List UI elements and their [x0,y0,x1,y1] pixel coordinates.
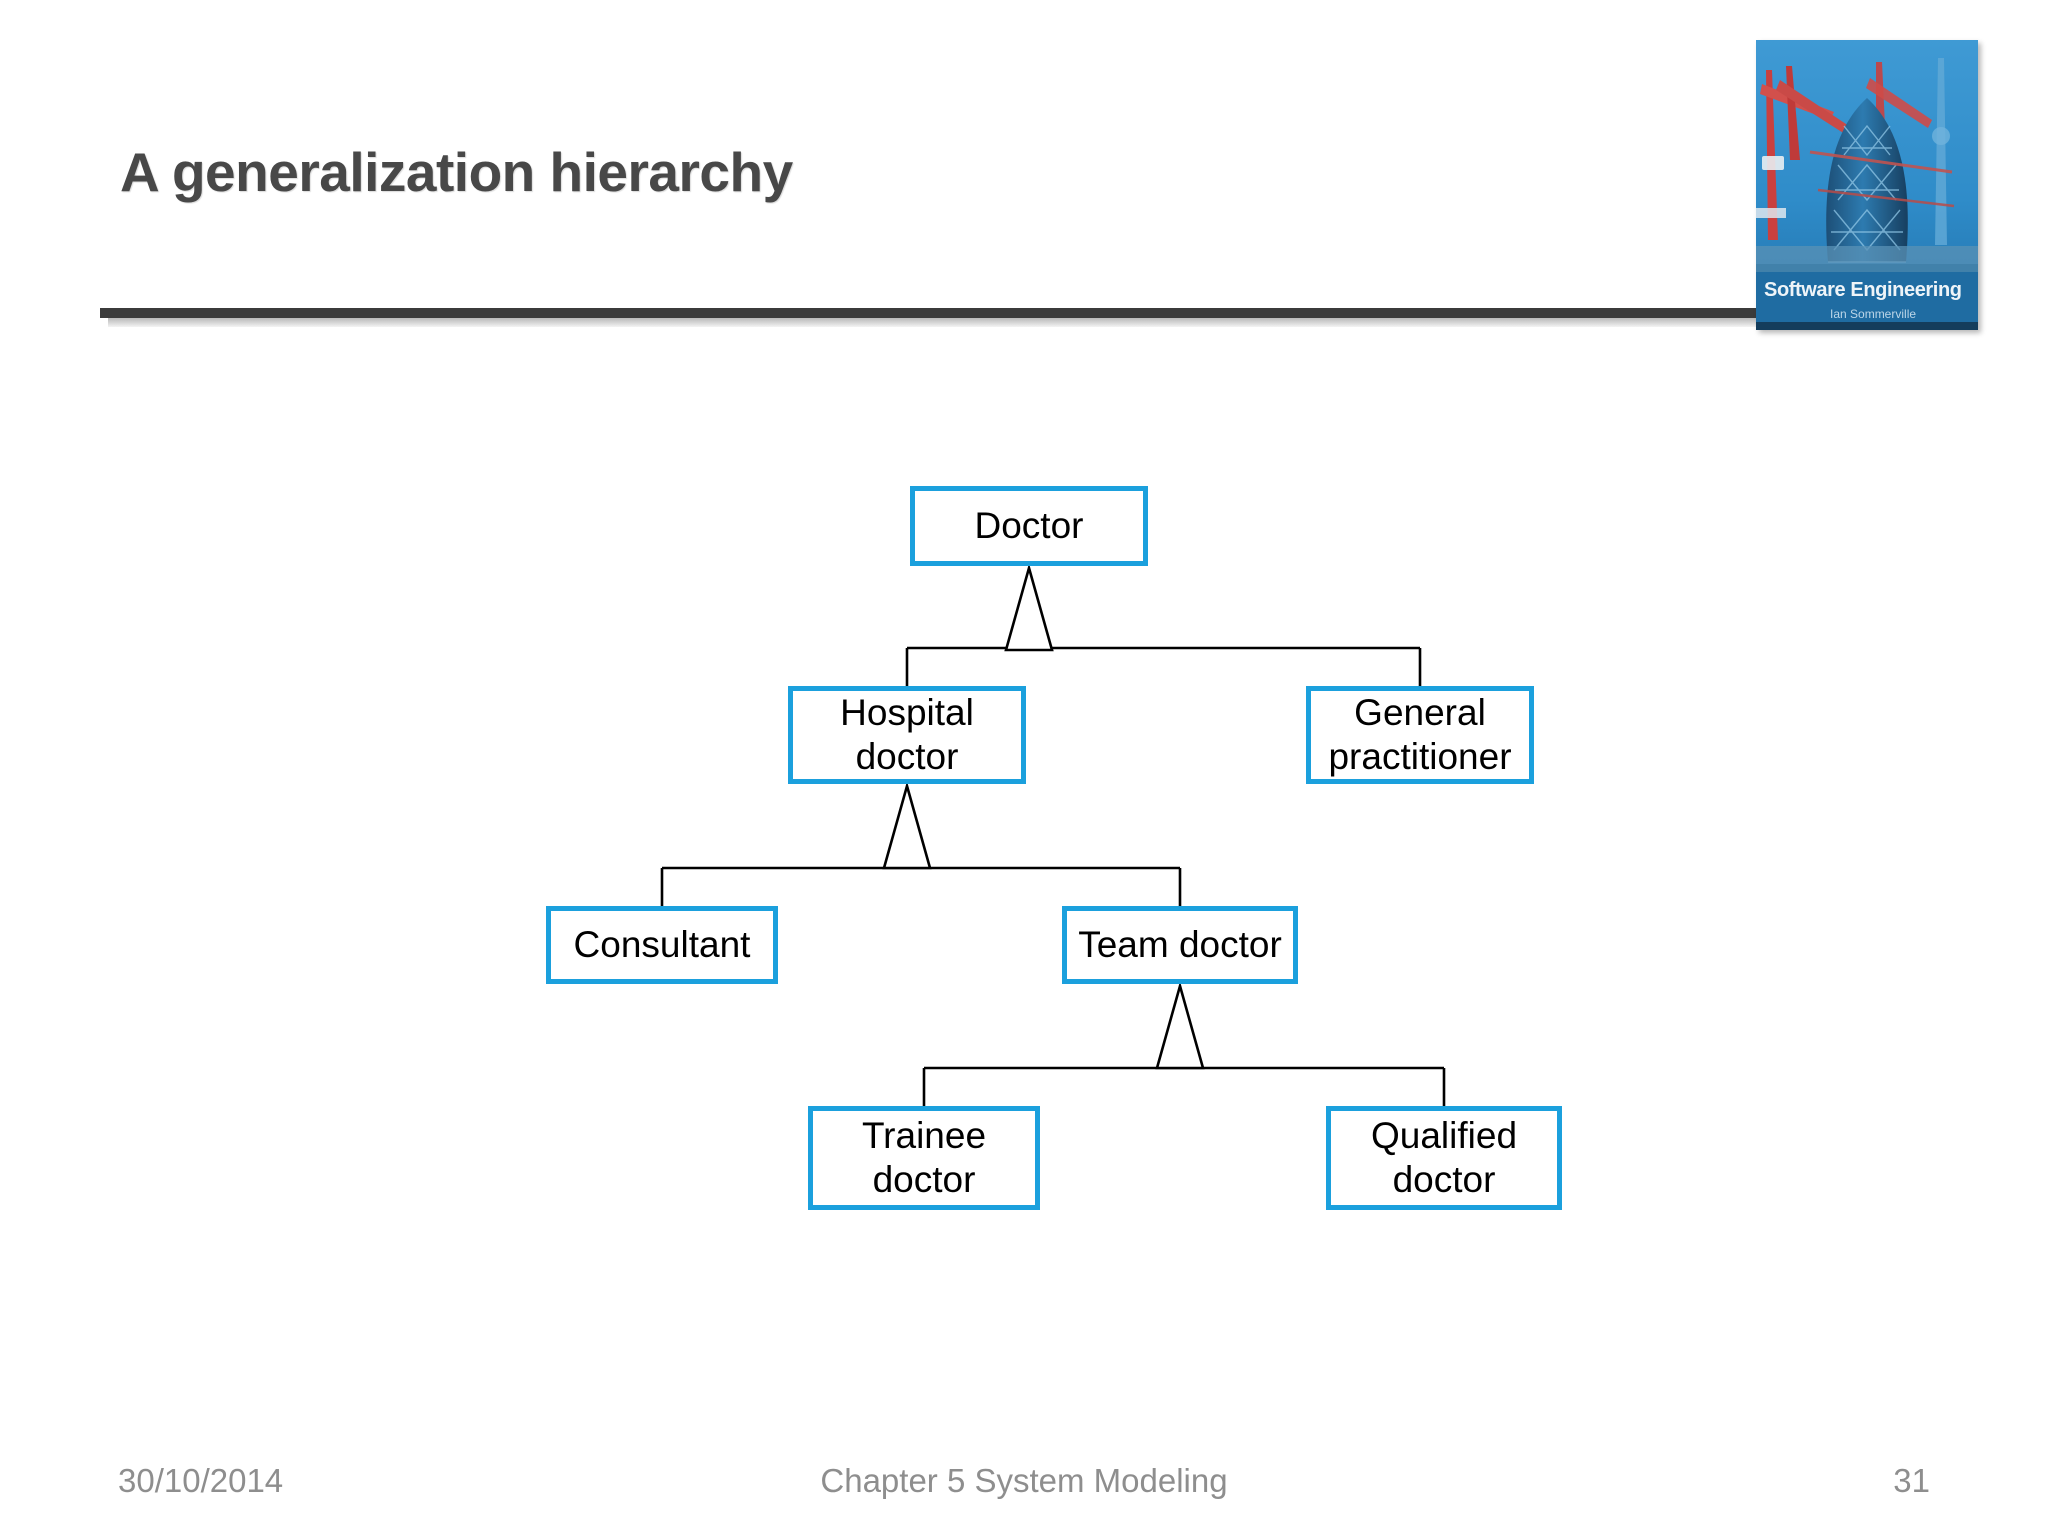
uml-node-label: Consultant [573,924,751,966]
uml-node-consultant[interactable]: Consultant [546,906,778,984]
generalization-arrow-team [1155,981,1205,1070]
footer-page-number: 31 [1893,1462,1930,1499]
footer-chapter-text: Chapter 5 System Modeling [820,1462,1228,1499]
generalization-arrow-doctor [1004,563,1054,652]
book-cover-image: Software Engineering Ian Sommerville [1756,40,1978,330]
svg-text:Ian Sommerville: Ian Sommerville [1830,307,1916,321]
uml-node-team-doctor[interactable]: Team doctor [1062,906,1298,984]
svg-text:Software Engineering: Software Engineering [1764,279,1962,301]
generalization-arrow-hospital [882,781,932,870]
page-title: A generalization hierarchy [120,141,793,203]
footer-date: 30/10/2014 [118,1462,284,1499]
title-divider-rule [100,308,1862,318]
uml-node-label: Doctor [974,505,1084,547]
uml-node-doctor[interactable]: Doctor [910,486,1148,566]
uml-node-label: Team doctor [1078,924,1282,966]
title-divider-shadow [108,318,1870,327]
